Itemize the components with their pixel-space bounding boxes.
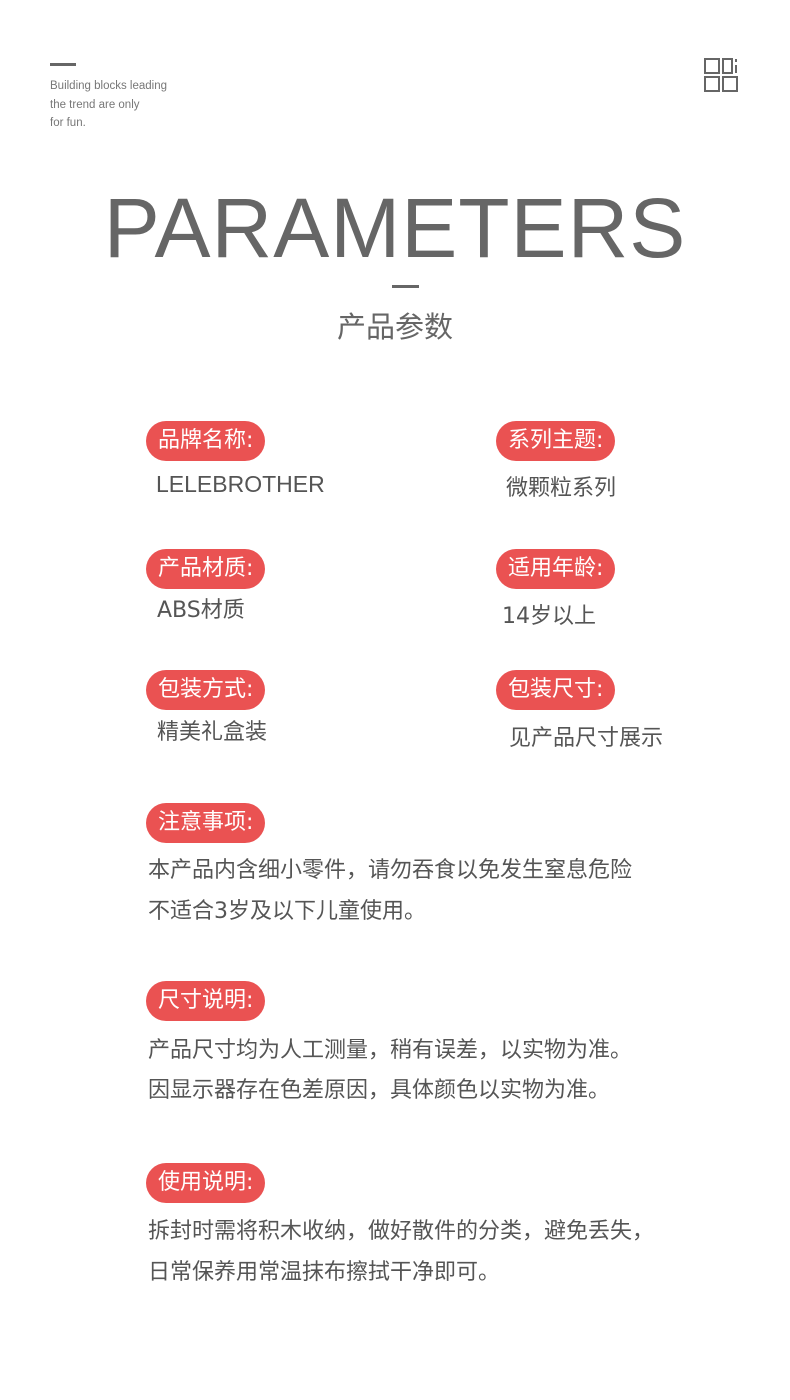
page-title: PARAMETERS (103, 181, 687, 275)
notice-label: 注意事项: (146, 803, 266, 843)
age-value: 14岁以上 (502, 604, 596, 629)
packaging-label: 包装方式: (146, 670, 266, 710)
grid-icon[interactable] (703, 57, 739, 93)
size-note-line: 因显示器存在色差原因，具体颜色以实物为准。 (148, 1078, 611, 1103)
usage-line: 日常保养用常温抹布擦拭干净即可。 (148, 1260, 501, 1285)
tagline: Building blocks leading the trend are on… (50, 77, 250, 133)
tagline-line: for fun. (50, 117, 86, 129)
size-note-line: 产品尺寸均为人工测量，稍有误差，以实物为准。 (148, 1038, 633, 1063)
title-divider (392, 285, 419, 288)
brand-value: LELEBROTHER (156, 471, 325, 497)
package-size-label: 包装尺寸: (496, 670, 616, 710)
material-label: 产品材质: (146, 549, 266, 589)
notice-line: 本产品内含细小零件，请勿吞食以免发生窒息危险 (148, 858, 633, 883)
tagline-line: the trend are only (50, 98, 140, 111)
usage-label: 使用说明: (146, 1163, 266, 1203)
tagline-line: Building blocks leading (50, 80, 167, 92)
page-subtitle: 产品参数 (336, 310, 453, 344)
notice-line: 不适合3岁及以下儿童使用。 (148, 899, 426, 924)
brand-label: 品牌名称: (146, 421, 266, 461)
age-label: 适用年龄: (496, 549, 616, 589)
usage-line: 拆封时需将积木收纳，做好散件的分类，避免丢失， (148, 1219, 655, 1244)
package-size-value: 见产品尺寸展示 (509, 726, 664, 751)
packaging-value: 精美礼盒装 (157, 720, 268, 745)
top-dash-divider (50, 63, 76, 66)
series-label: 系列主题: (496, 421, 616, 461)
size-note-label: 尺寸说明: (146, 981, 266, 1021)
material-value: ABS材质 (157, 598, 245, 623)
series-value: 微颗粒系列 (506, 476, 617, 501)
